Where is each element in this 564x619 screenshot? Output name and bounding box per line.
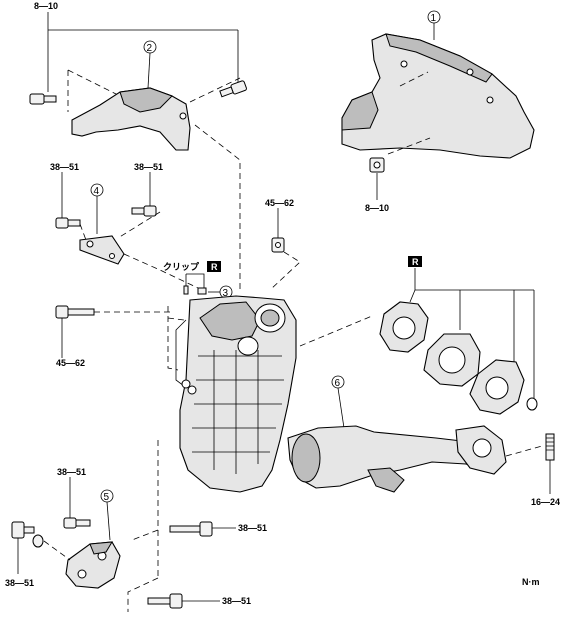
torque-label-lower-bracket-bolt: 38—51 — [57, 467, 86, 477]
callout-1: 1 — [431, 13, 437, 24]
torque-label-bracket-bolt-right: 38—51 — [134, 162, 163, 172]
torque-label-lower-bracket-bolt-left: 38—51 — [5, 578, 34, 588]
torque-label-upper-bolts: 8—10 — [34, 1, 58, 11]
exhaust-manifold-catalytic-converter — [179, 295, 297, 493]
replace-mark-gaskets-box — [408, 256, 422, 267]
lower-long-bolt — [169, 521, 213, 537]
bracket-bolt-left — [55, 217, 81, 229]
heat-insulator-nut — [369, 157, 385, 173]
long-mounting-bolt — [55, 305, 95, 319]
clip-pieces — [183, 285, 207, 295]
lower-bracket-bolt-upper — [63, 517, 91, 529]
torque-label-bracket-bolt-left: 38—51 — [50, 162, 79, 172]
torque-label-lower-bottom-bolt: 38—51 — [222, 596, 251, 606]
callout-2: 2 — [147, 43, 153, 54]
gasket-2-converter-flange — [423, 333, 481, 387]
lower-heat-insulator-part — [71, 87, 191, 151]
callout-3: 3 — [223, 288, 229, 299]
torque-label-heat-insulator-nut: 8—10 — [365, 203, 389, 213]
upper-heat-insulator-part — [341, 33, 535, 159]
replace-mark-gaskets: R — [412, 257, 419, 267]
gasket-3 — [469, 359, 525, 415]
gasket-ring — [526, 397, 538, 411]
gasket-1 — [379, 301, 429, 353]
lower-bracket-part-5 — [65, 541, 121, 589]
bracket-bolt-right — [131, 205, 157, 217]
torque-label-stud-nut: 45—62 — [265, 198, 294, 208]
stud-nut — [271, 237, 285, 253]
lower-bracket-bolt-left — [11, 521, 44, 548]
torque-label-stud: 16—24 — [531, 497, 560, 507]
heat-insulator-bolt-left — [29, 93, 57, 105]
callout-6: 6 — [335, 378, 341, 389]
front-pipe-part-6 — [287, 425, 507, 493]
unit-label: N·m — [522, 577, 540, 587]
callout-4: 4 — [94, 186, 100, 197]
replace-mark-clip-box — [207, 261, 221, 272]
clip-label: クリップ — [163, 261, 200, 272]
torque-label-long-bolt: 45—62 — [56, 358, 85, 368]
engine-bracket-part-4 — [79, 235, 125, 265]
replace-mark-clip: R — [211, 262, 218, 272]
heat-insulator-bolt-right — [219, 80, 247, 98]
torque-label-lower-long-bolt: 38—51 — [238, 523, 267, 533]
exhaust-stud — [545, 433, 555, 461]
callout-5: 5 — [104, 492, 110, 503]
lower-bottom-bolt — [147, 593, 183, 609]
